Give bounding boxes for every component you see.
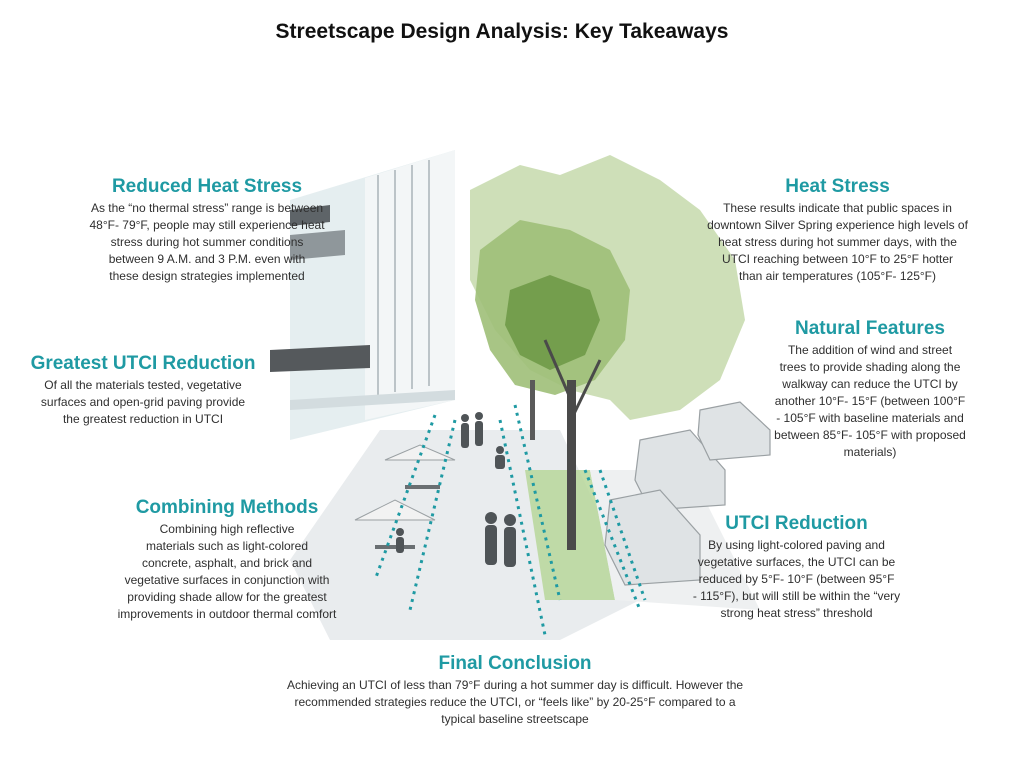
utci-reduction-block: UTCI Reduction By using light-colored pa…: [664, 513, 929, 622]
heat-stress-block: Heat Stress These results indicate that …: [690, 176, 985, 285]
parked-cars-illustration: [604, 401, 771, 586]
final-conclusion-block: Final Conclusion Achieving an UTCI of le…: [245, 653, 785, 728]
reduced-heat-stress-text: As the “no thermal stress” range is betw…: [89, 201, 325, 283]
combining-methods-heading: Combining Methods: [135, 497, 319, 518]
greatest-utci-reduction-heading: Greatest UTCI Reduction: [30, 353, 256, 374]
reduced-heat-stress-block: Reduced Heat Stress As the “no thermal s…: [52, 176, 362, 285]
utci-reduction-text: By using light-colored paving and vegeta…: [692, 538, 901, 620]
greatest-utci-reduction-text: Of all the materials tested, vegetative …: [40, 378, 246, 426]
heat-stress-heading: Heat Stress: [785, 176, 890, 197]
combining-methods-block: Combining Methods Combining high reflect…: [62, 497, 392, 623]
reduced-heat-stress-heading: Reduced Heat Stress: [111, 176, 303, 197]
cafe-seating: [354, 444, 456, 549]
final-conclusion-text: Achieving an UTCI of less than 79°F duri…: [286, 678, 744, 726]
street-tree-illustration: [470, 155, 745, 550]
utci-reduction-heading: UTCI Reduction: [725, 513, 868, 534]
natural-features-text: The addition of wind and street trees to…: [774, 343, 966, 459]
pedestrian-figures: [396, 412, 516, 567]
final-conclusion-heading: Final Conclusion: [438, 653, 592, 674]
natural-features-block: Natural Features The addition of wind an…: [755, 318, 985, 461]
greatest-utci-reduction-block: Greatest UTCI Reduction Of all the mater…: [8, 353, 278, 428]
page-title: Streetscape Design Analysis: Key Takeawa…: [275, 20, 729, 43]
combining-methods-text: Combining high reflective materials such…: [117, 522, 337, 621]
dotted-sightline-lines: [373, 404, 647, 636]
heat-stress-text: These results indicate that public space…: [707, 201, 968, 283]
building-illustration: [270, 150, 455, 440]
natural-features-heading: Natural Features: [795, 318, 945, 339]
